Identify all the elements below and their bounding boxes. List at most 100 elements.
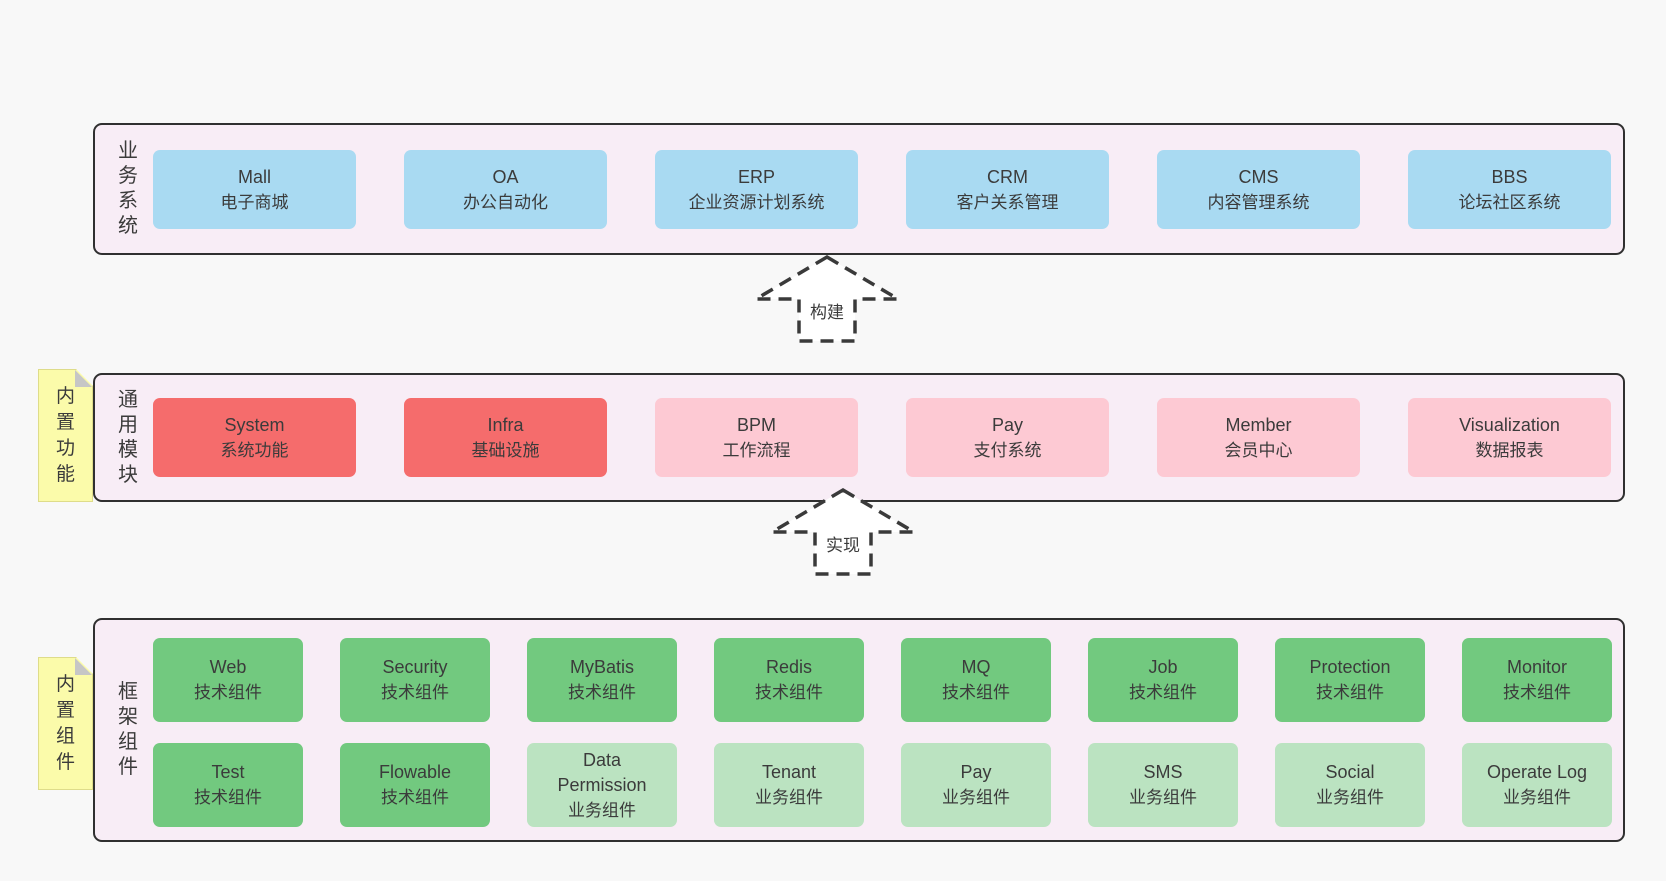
sticky-note-label: 内置组件: [55, 673, 75, 773]
component-subtitle: 技术组件: [381, 683, 449, 702]
component-title: Social: [1325, 762, 1375, 782]
component-box-oa: OA 办公自动化: [404, 150, 607, 229]
component-box-social: Social 业务组件: [1275, 743, 1425, 827]
component-title: Tenant: [761, 762, 817, 782]
business-systems-row: Mall 电子商城 OA 办公自动化 ERP 企业资源计划系统 CRM 客户关系管理 CMS 内容…: [153, 150, 1611, 229]
arrow-build: 构建: [747, 253, 907, 345]
component-title: Job: [1148, 657, 1178, 677]
component-subtitle: 业务组件: [1316, 788, 1384, 807]
arrow-label-build: 构建: [806, 297, 848, 324]
component-subtitle: 电子商城: [220, 192, 289, 212]
component-box-member: Member 会员中心: [1157, 398, 1360, 477]
sticky-note-label: 内置功能: [55, 385, 75, 485]
section-label-common-modules: 通用模块: [118, 388, 138, 486]
component-title: Monitor: [1506, 657, 1568, 677]
arrow-label-implement: 实现: [822, 530, 864, 557]
section-label-framework-components: 框架组件: [118, 681, 138, 778]
component-box-visualization: Visualization 数据报表: [1408, 398, 1611, 477]
panel-business-systems: 业务系统 Mall 电子商城 OA 办公自动化 ERP 企业资源计划系统 CRM 客户关系管理…: [93, 123, 1625, 255]
component-title: Flowable: [378, 762, 452, 782]
component-title: Member: [1225, 414, 1292, 435]
component-box-pay: Pay 业务组件: [901, 743, 1051, 827]
component-subtitle: 基础设施: [471, 440, 540, 460]
component-title: Pay: [960, 762, 992, 782]
component-box-cms: CMS 内容管理系统: [1157, 150, 1360, 229]
component-title: Pay: [991, 414, 1024, 435]
component-title: ERP: [737, 166, 775, 187]
component-title: Security: [382, 657, 448, 677]
component-subtitle: 技术组件: [755, 683, 823, 702]
component-subtitle: 会员中心: [1224, 440, 1293, 460]
component-box-tenant: Tenant 业务组件: [714, 743, 864, 827]
component-subtitle: 企业资源计划系统: [688, 192, 825, 212]
component-subtitle: 技术组件: [568, 683, 636, 702]
component-title: CMS: [1238, 166, 1279, 187]
component-subtitle: 客户关系管理: [956, 192, 1059, 212]
component-box-monitor: Monitor 技术组件: [1462, 638, 1612, 722]
component-box-bpm: BPM 工作流程: [655, 398, 858, 477]
component-box-mall: Mall 电子商城: [153, 150, 356, 229]
component-box-mybatis: MyBatis 技术组件: [527, 638, 677, 722]
component-subtitle: 技术组件: [942, 683, 1010, 702]
component-subtitle: 技术组件: [194, 788, 262, 807]
component-subtitle: 工作流程: [722, 440, 791, 460]
component-subtitle: 技术组件: [194, 683, 262, 702]
component-subtitle: 技术组件: [381, 788, 449, 807]
component-box-test: Test 技术组件: [153, 743, 303, 827]
component-title: CRM: [987, 166, 1028, 187]
component-subtitle: 技术组件: [1129, 683, 1197, 702]
component-subtitle: 业务组件: [1503, 788, 1571, 807]
component-subtitle: 业务组件: [1129, 788, 1197, 807]
component-title: Mall: [237, 166, 271, 187]
component-title: Infra: [487, 414, 524, 435]
component-box-flowable: Flowable 技术组件: [340, 743, 490, 827]
component-title: Web: [209, 657, 247, 677]
component-title: MyBatis: [569, 657, 634, 677]
component-subtitle: 业务组件: [755, 788, 823, 807]
component-title: BBS: [1491, 166, 1528, 187]
component-box-erp: ERP 企业资源计划系统: [655, 150, 858, 229]
component-subtitle: 内容管理系统: [1207, 192, 1310, 212]
component-box-mq: MQ 技术组件: [901, 638, 1051, 722]
component-title: BPM: [736, 414, 776, 435]
component-title: OA: [492, 166, 519, 187]
component-box-job: Job 技术组件: [1088, 638, 1238, 722]
component-box-security: Security 技术组件: [340, 638, 490, 722]
component-subtitle: 技术组件: [1503, 683, 1571, 702]
note-fold-corner-icon: [75, 658, 92, 675]
component-box-system: System 系统功能: [153, 398, 356, 477]
component-title: Protection: [1309, 657, 1391, 677]
component-title: Operate Log: [1486, 762, 1588, 782]
component-box-operate-log: Operate Log 业务组件: [1462, 743, 1612, 827]
component-title: MQ: [961, 657, 991, 677]
component-box-crm: CRM 客户关系管理: [906, 150, 1109, 229]
component-subtitle: 数据报表: [1475, 440, 1544, 460]
component-box-infra: Infra 基础设施: [404, 398, 607, 477]
component-box-sms: SMS 业务组件: [1088, 743, 1238, 827]
component-title: System: [224, 414, 285, 435]
component-subtitle: 办公自动化: [463, 192, 548, 212]
component-box-web: Web 技术组件: [153, 638, 303, 722]
note-fold-corner-icon: [75, 370, 92, 387]
component-subtitle: 系统功能: [220, 440, 289, 460]
arrow-implement: 实现: [763, 486, 923, 578]
sticky-note-builtin-components: 内置组件: [38, 657, 93, 790]
component-title: Visualization: [1459, 414, 1560, 435]
component-box-protection: Protection 技术组件: [1275, 638, 1425, 722]
component-subtitle: 技术组件: [1316, 683, 1384, 702]
section-label-business-systems: 业务系统: [118, 140, 138, 237]
component-subtitle: 业务组件: [942, 788, 1010, 807]
component-title: SMS: [1143, 762, 1183, 782]
component-title: Test: [211, 762, 245, 782]
sticky-note-builtin-features: 内置功能: [38, 369, 93, 502]
